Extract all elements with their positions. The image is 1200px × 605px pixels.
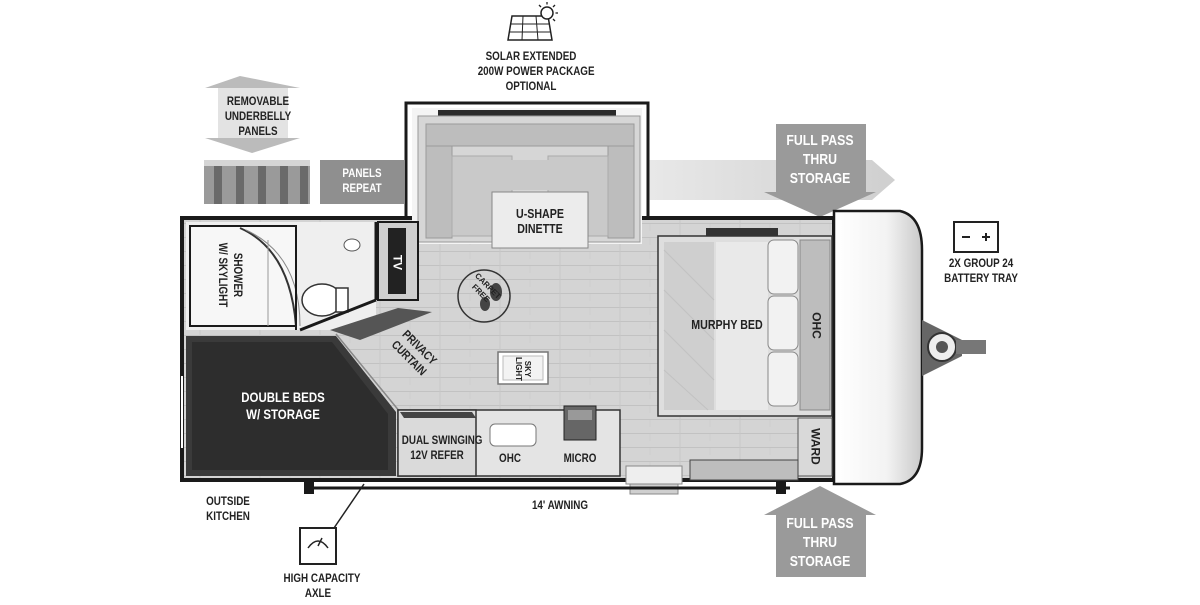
axle-label: HIGH CAPACITY AXLE (283, 571, 361, 601)
dinette (417, 115, 641, 249)
storage-arrow-top (764, 124, 876, 217)
outside-kitchen-label: OUTSIDE KITCHEN (202, 494, 254, 524)
storage-bottom-line-1: FULL PASS (786, 515, 854, 532)
dinette-line-2: DINETTE (517, 221, 563, 236)
ohc-kitchen-label: OHC (499, 451, 521, 465)
solar-line-3: OPTIONAL (505, 79, 557, 93)
solar-line-2: 200W POWER PACKAGE (477, 64, 595, 78)
tongue-hitch (922, 320, 986, 376)
bathroom (186, 222, 378, 332)
tv-icon (377, 221, 419, 301)
shower-line-2: W/ SKYLIGHT (216, 242, 230, 308)
underbelly-arrow (205, 76, 300, 153)
refer-label: DUAL SWINGING 12V REFER (401, 433, 483, 463)
micro-label: MICRO (563, 451, 597, 465)
storage-top-label: FULL PASS THRU STORAGE (777, 131, 862, 188)
entry-door (625, 459, 799, 495)
panels-repeat-line-1: PANELS (342, 166, 382, 180)
outside-kitchen-line-1: OUTSIDE (206, 494, 250, 508)
double-beds (181, 336, 396, 476)
storage-top-line-3: STORAGE (789, 170, 851, 187)
storage-bottom-label: FULL PASS THRU STORAGE (777, 514, 862, 571)
ohc-front-label: OHC (809, 312, 824, 339)
panels-repeat-box (320, 160, 404, 204)
awning (304, 482, 790, 494)
solar-line-1: SOLAR EXTENDED (485, 49, 577, 63)
battery-label: 2X GROUP 24 BATTERY TRAY (936, 256, 1026, 286)
privacy-curtain (330, 308, 432, 413)
carpet-free-icon (457, 269, 511, 323)
battery-icon (953, 221, 999, 253)
skylight (497, 351, 549, 385)
double-beds-line-2: W/ STORAGE (246, 406, 320, 422)
panels-repeat-label: PANELS REPEAT (328, 166, 397, 196)
refer-line-1: DUAL SWINGING (401, 433, 483, 447)
kitchen (397, 405, 621, 477)
skylight-line-1: SKY (523, 360, 532, 378)
axle-line-1: HIGH CAPACITY (283, 571, 361, 585)
murphy-bed-label: MURPHY BED (691, 317, 763, 332)
axle-scale-icon (299, 483, 365, 565)
storage-arrow-bottom (764, 486, 876, 577)
storage-bottom-line-3: STORAGE (789, 553, 851, 570)
double-beds-line-1: DOUBLE BEDS (241, 389, 325, 405)
skylight-line-2: LIGHT (514, 357, 523, 381)
tv-label: TV (390, 254, 405, 271)
solar-panel-icon (507, 2, 558, 41)
panels-repeat-line-2: REPEAT (342, 181, 382, 195)
underbelly-line-2: UNDERBELLY (224, 109, 292, 123)
storage-top-line-2: THRU (802, 151, 838, 168)
battery-line-2: BATTERY TRAY (944, 271, 1018, 285)
awning-label: 14' AWNING (531, 498, 589, 512)
underbelly-panels (204, 160, 310, 204)
underbelly-line-3: PANELS (238, 124, 278, 138)
double-beds-label: DOUBLE BEDS W/ STORAGE (222, 389, 345, 423)
wardrobe (797, 417, 833, 477)
solar-label: SOLAR EXTENDED 200W POWER PACKAGE OPTION… (477, 49, 595, 94)
ward-label: WARD (808, 428, 823, 465)
outside-kitchen-line-2: KITCHEN (206, 509, 250, 523)
shower-label: SHOWER W/ SKYLIGHT (215, 242, 245, 308)
dinette-line-1: U-SHAPE (516, 206, 564, 221)
skylight-label: SKY LIGHT (514, 352, 532, 386)
storage-bottom-line-2: THRU (802, 534, 838, 551)
dinette-label: U-SHAPE DINETTE (501, 206, 580, 236)
underbelly-label: REMOVABLE UNDERBELLY PANELS (219, 94, 298, 139)
storage-top-line-1: FULL PASS (786, 132, 854, 149)
murphy-bed (657, 228, 833, 417)
refer-line-2: 12V REFER (410, 448, 464, 462)
underbelly-line-1: REMOVABLE (226, 94, 290, 108)
axle-line-2: AXLE (304, 586, 332, 600)
shower-line-1: SHOWER (231, 252, 245, 298)
battery-line-1: 2X GROUP 24 (948, 256, 1014, 270)
